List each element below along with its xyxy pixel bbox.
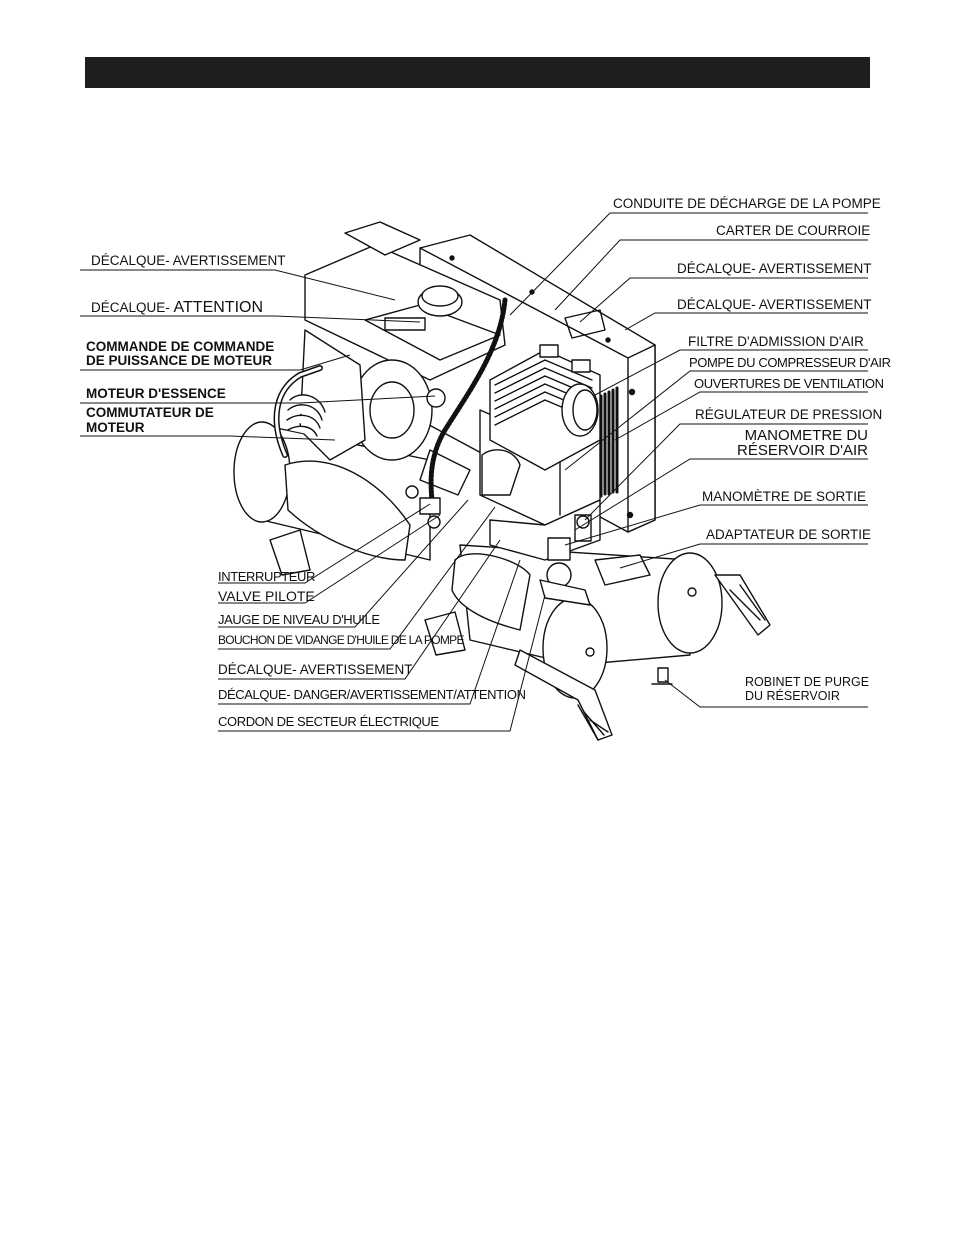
label-compressor-pump: POMPE DU COMPRESSEUR D'AIR [689, 355, 891, 370]
label-decal-caution-word: ATTENTION [173, 299, 264, 316]
label-engine-power-control: COMMANDE DE COMMANDE DE PUISSANCE DE MOT… [86, 340, 274, 368]
label-decal-caution-prefix: DÉCALQUE- [91, 300, 170, 315]
label-engine-switch-line2: MOTEUR [86, 420, 145, 435]
label-vents: OUVERTURES DE VENTILATION [694, 376, 884, 391]
label-belt-guard: CARTER DE COURROIE [716, 223, 871, 238]
label-oil-drain-plug: BOUCHON DE VIDANGE D'HUILE DE LA POMPE [218, 633, 464, 647]
label-tank-gauge-line1: MANOMETRE DU [744, 427, 868, 444]
handle-drawing [514, 574, 771, 741]
gas-engine-drawing [286, 221, 506, 496]
front-tank-drawing [451, 544, 723, 699]
label-engine-switch-line1: COMMUTATEUR DE [86, 405, 214, 420]
label-drain-valve-line1: ROBINET DE PURGE [745, 675, 870, 689]
leader-lines [80, 212, 868, 732]
label-decal-warning-bottom: DÉCALQUE- AVERTISSEMENT [218, 662, 413, 677]
drain-valve-drawing [651, 667, 673, 685]
label-pilot-valve: VALVE PILOTE [218, 588, 315, 604]
manifold-drawing [405, 485, 651, 606]
label-air-intake-filter: FILTRE D'ADMISSION D'AIR [688, 334, 864, 349]
label-engine-power-control-line2: DE PUISSANCE DE MOTEUR [86, 353, 273, 368]
label-decal-caution: DÉCALQUE- ATTENTION [91, 299, 264, 316]
label-gas-engine: MOTEUR D'ESSENCE [86, 386, 226, 401]
label-decal-warning-left: DÉCALQUE- AVERTISSEMENT [91, 253, 286, 268]
label-decal-warning-right-2: DÉCALQUE- AVERTISSEMENT [677, 297, 872, 312]
compressor-pump-drawing [479, 344, 601, 526]
label-decal-warning-right-1: DÉCALQUE- AVERTISSEMENT [677, 261, 872, 276]
label-engine-switch: COMMUTATEUR DE MOTEUR [86, 405, 214, 435]
label-switch: INTERRUPTEUR [218, 569, 316, 584]
label-drain-valve: ROBINET DE PURGE DU RÉSERVOIR [745, 675, 869, 703]
label-outlet-gauge: MANOMÈTRE DE SORTIE [702, 489, 867, 504]
label-power-cord: CORDON DE SECTEUR ÉLECTRIQUE [218, 714, 439, 729]
label-drain-valve-line2: DU RÉSERVOIR [745, 689, 840, 703]
label-engine-power-control-line1: COMMANDE DE COMMANDE [86, 339, 275, 354]
label-pump-discharge-line: CONDUITE DE DÉCHARGE DE LA POMPE [613, 196, 881, 211]
header-bar [85, 57, 870, 88]
label-tank-gauge-line2: RÉSERVOIR D'AIR [737, 442, 868, 459]
label-tank-gauge: MANOMETRE DU RÉSERVOIR D'AIR [700, 428, 868, 458]
label-oil-dipstick: JAUGE DE NIVEAU D'HUILE [218, 612, 380, 627]
label-decal-danger: DÉCALQUE- DANGER/AVERTISSEMENT/ATTENTION [218, 687, 526, 702]
label-pressure-regulator: RÉGULATEUR DE PRESSION [695, 407, 883, 422]
label-outlet-adapter: ADAPTATEUR DE SORTIE [706, 527, 872, 542]
